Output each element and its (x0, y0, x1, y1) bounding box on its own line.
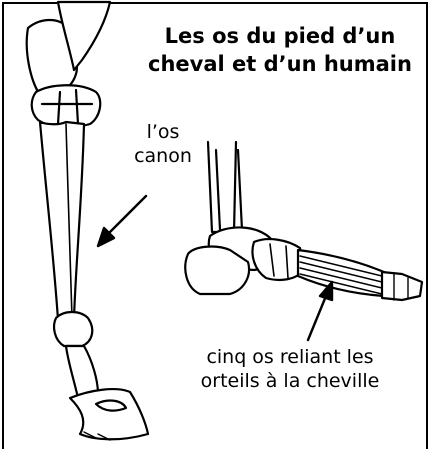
metatarsal-label-line-2: orteils à la cheville (165, 369, 415, 393)
cannon-label-line-1: l’os (118, 120, 208, 144)
toe-bones (382, 272, 422, 300)
metatarsal-label-line-1: cinq os reliant les (165, 345, 415, 369)
fetlock-joint (54, 312, 92, 346)
title-line-2: cheval et d’un humain (135, 50, 425, 78)
cannon-label-line-2: canon (118, 144, 208, 168)
fibula (216, 150, 242, 230)
hoof (70, 389, 148, 439)
metatarsal-label: cinq os reliant les orteils à la chevill… (165, 345, 415, 393)
tibia (208, 142, 236, 232)
cannon-bone (40, 122, 84, 320)
diagram-title: Les os du pied d’un cheval et d’un humai… (135, 22, 425, 78)
arrow-to-metatarsals (308, 296, 326, 340)
human-foot (185, 142, 422, 300)
arrow-to-cannon (108, 196, 146, 234)
title-line-1: Les os du pied d’un (135, 22, 425, 50)
tarsal-bones (253, 239, 305, 280)
horse-leg (27, 2, 148, 440)
cannon-bone-label: l’os canon (118, 120, 208, 168)
